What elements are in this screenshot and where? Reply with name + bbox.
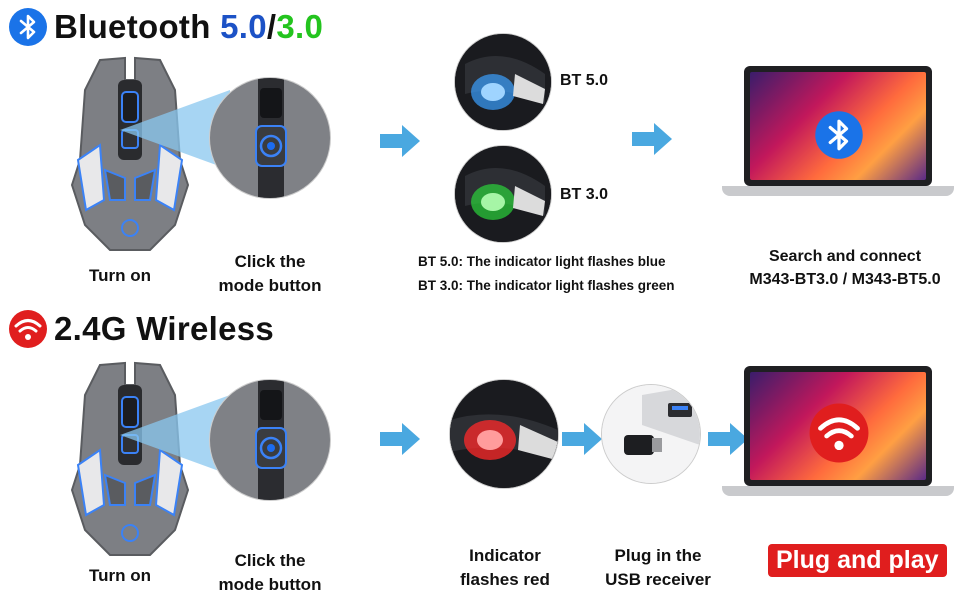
wl-click-mode-label: Click the mode button [218, 551, 322, 594]
bluetooth-icon [814, 110, 864, 165]
laptop-image [722, 366, 954, 500]
wifi-icon [8, 309, 48, 349]
bt-click-mode-label: Click the mode button [218, 252, 322, 295]
arrow-right-icon [380, 423, 420, 455]
bt3-label: BT 3.0 [560, 186, 609, 203]
mouse-image [70, 50, 190, 260]
wireless-header: 2.4G Wireless [8, 308, 274, 350]
red-indicator-image [450, 380, 558, 488]
plug-and-play-badge: Plug and play [768, 544, 947, 577]
bluetooth-header: Bluetooth 5.0/3.0 [8, 6, 323, 48]
zoom-beam [120, 90, 230, 170]
wifi-icon [808, 402, 870, 469]
note-green: BT 3.0: The indicator light flashes gree… [418, 278, 675, 293]
bluetooth-icon [8, 7, 48, 47]
mode-button-zoom [210, 78, 330, 198]
wireless-title: 2.4G Wireless [54, 310, 275, 347]
mouse-image [70, 355, 190, 565]
bt-connect-label: Search and connect M343-BT3.0 / M343-BT5… [749, 248, 941, 288]
wl-turn-on-label: Turn on [89, 566, 151, 585]
usb-label: Plug in the USB receiver [605, 546, 711, 589]
bt-notes: BT 5.0: The indicator light flashes blue… [418, 250, 675, 298]
bt5-label: BT 5.0 [560, 72, 609, 89]
bt5-indicator-image [455, 34, 551, 130]
bluetooth-title: Bluetooth 5.0/3.0 [54, 8, 324, 45]
bt3-indicator-image [455, 146, 551, 242]
arrow-right-icon [632, 123, 672, 155]
bt-turn-on-label: Turn on [89, 266, 151, 285]
arrow-right-icon [562, 423, 602, 455]
zoom-beam [120, 395, 230, 475]
usb-receiver-image [602, 385, 700, 483]
arrow-right-icon [380, 125, 420, 157]
note-blue: BT 5.0: The indicator light flashes blue [418, 254, 666, 269]
arrow-right-icon [708, 423, 748, 455]
laptop-image [722, 66, 954, 200]
indicator-label: Indicator flashes red [460, 546, 550, 589]
mode-button-zoom [210, 380, 330, 500]
